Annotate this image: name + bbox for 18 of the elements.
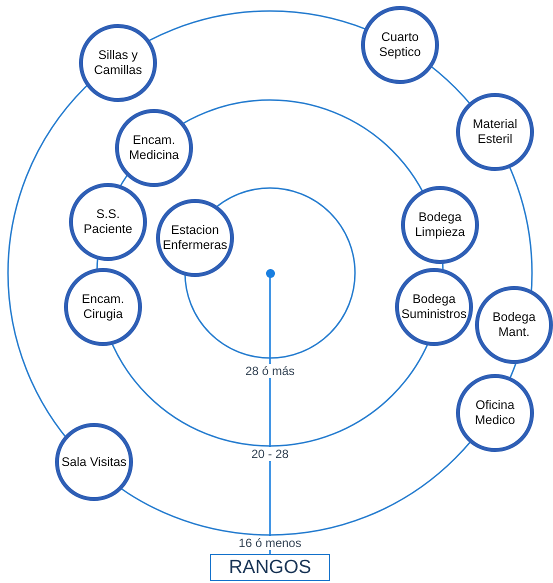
range-label: 16 ó menos [236,536,304,550]
room-name: Material Esteril [472,117,518,147]
room-name: Cuarto Septico [378,30,422,60]
room-name: Encam. Cirugia [80,292,126,322]
room-name: S.S. Paciente [82,207,134,237]
room-name: Sillas y Camillas [93,48,143,78]
room-name: Oficina Medico [474,398,516,428]
room-name: Bodega Limpieza [414,210,466,240]
room-name: Bodega Mant. [491,310,537,340]
range-label: 28 ó más [243,364,297,378]
room-name: Bodega Suministros [400,292,468,322]
room-name: Sala Visitas [61,454,127,470]
room-name: Estacion Enfermeras [162,223,228,253]
range-label: 20 - 28 [249,447,291,461]
room-name: Encam. Medicina [128,133,180,163]
room-name: RANGOS [228,556,312,578]
center-dot [266,268,274,278]
label-box [210,554,330,581]
